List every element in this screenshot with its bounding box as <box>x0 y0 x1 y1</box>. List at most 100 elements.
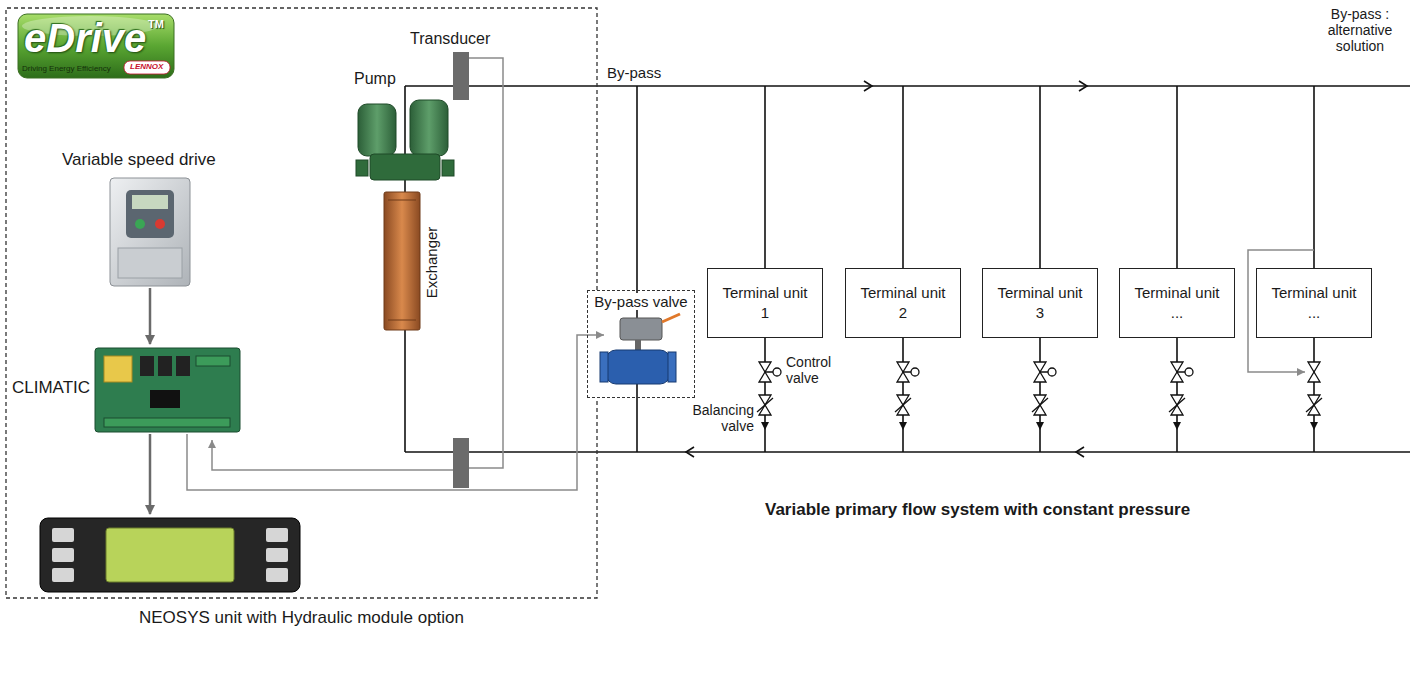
feedback-wire <box>212 440 453 470</box>
exchanger-picture <box>384 192 420 330</box>
valve-control-wire <box>187 335 604 490</box>
valve-flange <box>668 352 676 382</box>
unit-name: Terminal unit 1 <box>719 283 811 323</box>
terminal-unit-box: Terminal unit 1 <box>707 268 823 338</box>
edrive-logo <box>18 14 174 78</box>
diagram-title: Variable primary flow system with consta… <box>765 500 1190 520</box>
pipe-label: By-pass <box>607 64 661 81</box>
actuator-circle <box>1048 368 1056 376</box>
logo-word: eDrive <box>24 15 146 61</box>
pipework <box>405 81 1410 457</box>
display-key <box>266 528 288 542</box>
relay <box>176 356 190 376</box>
logo-tagline: Driving Energy Efficiency <box>22 64 111 73</box>
display-frame <box>40 518 300 592</box>
display-key <box>52 548 74 562</box>
control-wiring <box>187 58 604 490</box>
transducer <box>453 438 469 488</box>
unit-region: NEOSYS unit with Hydraulic module option <box>6 8 597 640</box>
drive-arrow <box>149 288 152 344</box>
pump-flange <box>356 160 368 176</box>
unit-name: Terminal unit ... <box>1131 283 1223 323</box>
vsd-screen <box>132 195 168 209</box>
terminal-unit-box: Terminal unit 3 <box>982 268 1098 338</box>
pump-motor <box>410 100 448 156</box>
vsd-button <box>135 219 145 229</box>
terminal-block <box>104 418 230 427</box>
bypass-valve-box: By-pass valve <box>587 290 695 398</box>
terminal-unit-box: Terminal unit 2 <box>845 268 961 338</box>
display-picture <box>40 518 300 592</box>
control-valve-symbol <box>759 362 1320 382</box>
display-key <box>52 528 74 542</box>
note-label: By-pass : alternative solution <box>1314 6 1406 54</box>
vsd-picture <box>110 178 190 286</box>
flow-chevron <box>864 81 1087 91</box>
chip <box>150 390 180 408</box>
valve-label: Control valve <box>786 354 844 386</box>
transducer <box>453 52 469 100</box>
component-label: Exchanger <box>423 226 440 298</box>
display-arrow <box>149 434 152 514</box>
actuator-circle <box>773 368 781 376</box>
brand-name: LENNOX <box>130 62 163 71</box>
actuator-lever <box>662 314 680 322</box>
valve-body <box>606 350 670 384</box>
brand-pill <box>124 61 170 74</box>
relay <box>158 356 172 376</box>
down-arrow <box>761 422 1318 430</box>
plate-exchanger <box>384 192 420 330</box>
region-caption: NEOSYS unit with Hydraulic module option <box>6 608 597 628</box>
valve-stem <box>635 340 641 350</box>
exchanger-plate-line <box>388 200 416 320</box>
actuator-stem <box>765 371 1185 372</box>
pump-picture <box>356 100 454 180</box>
vsd-button <box>155 219 165 229</box>
display-key <box>266 548 288 562</box>
actuator-circle <box>911 368 919 376</box>
supply-pipe <box>405 85 1410 87</box>
flow-chevron <box>686 447 1084 457</box>
vsd-plate <box>118 248 182 278</box>
valve-label: Balancing valve <box>688 402 754 434</box>
valve-symbols <box>757 362 1322 415</box>
transducer-pictures <box>453 52 469 488</box>
dashed-outline <box>6 8 597 640</box>
balancing-mark <box>757 398 1322 412</box>
component-label: Variable speed drive <box>62 150 216 170</box>
unit-name: Terminal unit 3 <box>994 283 1086 323</box>
component-label: By-pass valve <box>592 293 689 310</box>
relay <box>140 356 154 376</box>
climatic-board <box>95 348 240 432</box>
flow-arrowheads <box>761 422 1318 430</box>
valve-actuator <box>620 318 662 340</box>
pump-motor <box>358 104 396 156</box>
terminal-unit-box: Terminal unit ... <box>1256 268 1372 338</box>
trademark: TM <box>148 18 164 31</box>
return-pipe <box>405 451 1410 453</box>
display-key <box>266 568 288 582</box>
bypass-valve-picture <box>600 314 680 384</box>
vsd-keypad <box>126 190 174 238</box>
unit-name: Terminal unit ... <box>1268 283 1360 323</box>
terminal-block <box>196 356 230 366</box>
component-label: CLIMATIC <box>12 378 90 398</box>
logo-plate <box>18 14 174 78</box>
dashed-outline-path <box>6 8 597 598</box>
transformer <box>104 356 132 382</box>
pcb <box>95 348 240 432</box>
vsd-body <box>110 178 190 286</box>
transducer-wire <box>469 58 503 468</box>
component-label: Pump <box>354 70 396 88</box>
pump-housing <box>370 154 440 180</box>
display-key <box>52 568 74 582</box>
display-screen <box>106 528 234 582</box>
actuator-circle <box>1185 368 1193 376</box>
unit-name: Terminal unit 2 <box>857 283 949 323</box>
valve-flange <box>600 352 608 382</box>
pump-flange <box>442 160 454 176</box>
terminal-unit-box: Terminal unit ... <box>1119 268 1235 338</box>
component-label: Transducer <box>410 30 490 48</box>
